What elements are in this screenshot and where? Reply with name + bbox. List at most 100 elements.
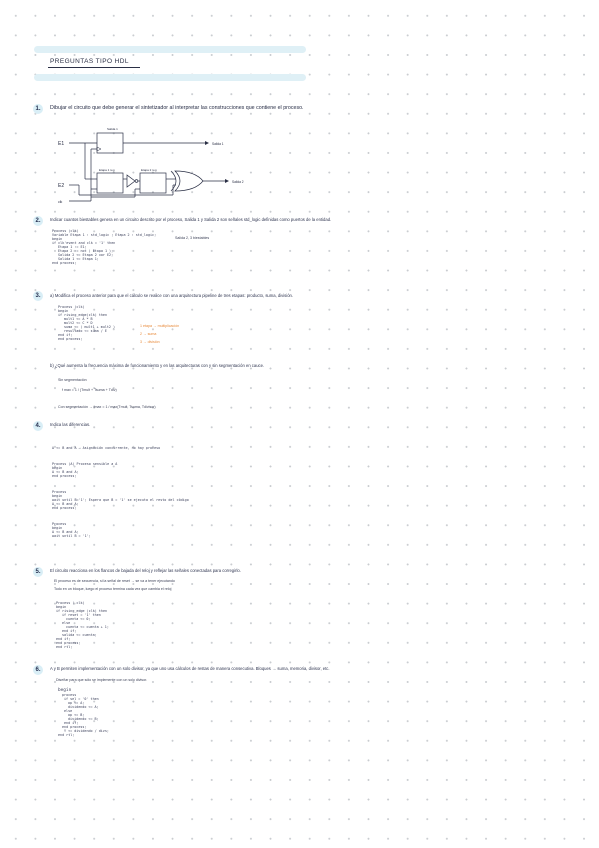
q2-code-line: Etapa 1 := E1; (58, 245, 87, 249)
q4-item: Process (52, 490, 67, 494)
q3-code-line: resultado <= suma / E (64, 329, 107, 333)
q6-code: begin process if sel = '0' then op <= A;… (58, 688, 109, 737)
q5-code-line: else (62, 621, 71, 625)
title-highlight-bottom (34, 74, 306, 81)
q4-item: begin (52, 466, 63, 470)
q4-item: A <= B and A → Asignación concurrente, n… (52, 446, 161, 450)
q2-note: Salida 2, 3 biestables (175, 236, 210, 240)
label-reg1: Salida 1 (107, 127, 118, 131)
label-e1: E1 (58, 141, 64, 147)
q5-code-line: salida <= cuenta; (62, 633, 97, 637)
q3-text-a: a) Modifica el proceso anterior para que… (50, 293, 294, 298)
q4-item: A <= B and A; (52, 470, 79, 474)
q4-item: Process (A) Proceso sensible a A (52, 462, 118, 466)
q6-code-line: end process; (62, 725, 87, 729)
q3-con-label: Con segmentación → fmax = 1 / max(Tmult,… (58, 405, 156, 409)
q3-text-b: b) ¿Qué aumenta la frecuencia máxima de … (50, 363, 265, 368)
label-out1: Salida 1 (212, 142, 224, 146)
q2-code-line: Salida 1 <= Etapa 1; (58, 257, 99, 261)
q6-code-line: op <= B; (68, 713, 85, 717)
page-title: PREGUNTAS TIPO HDL (50, 58, 129, 65)
q6-code-line: dividendo <= A; (68, 705, 99, 709)
q6-code-line: begin (58, 688, 72, 693)
q1-circuit-diagram: E1 E2 clk Salida 1 Etapa 1 reg Etapa 2 r… (58, 127, 244, 203)
q3-note-stage3: 3 → división (140, 340, 160, 344)
q6-code-line: Y <= dividendo / divs; (64, 729, 109, 733)
q4-item: end process; (52, 506, 77, 510)
register-etapa1 (96, 172, 124, 194)
q5-code: Process ( clk) begin if rising_edge (clk… (56, 601, 109, 649)
q4-item: wait until B = '1'; (52, 534, 91, 538)
register-etapa2 (139, 172, 167, 194)
q5-note-2: Todo en un bloque, luego el proceso term… (54, 587, 172, 591)
not-gate (126, 174, 136, 188)
q5-code-line: begin (56, 605, 67, 609)
label-out2: Salida 2 (232, 180, 244, 184)
q2-code-line: Salida 2 <= Etapa 2 xor E2; (58, 253, 114, 257)
q6-code-line: end rtl; (58, 733, 75, 737)
q3-note-stage1: 1 etapa → multiplicación (140, 324, 180, 328)
xor-gate (174, 170, 204, 192)
q4-items: A <= B and A → Asignación concurrente, n… (52, 446, 189, 538)
q2-code-line: begin (52, 237, 63, 241)
q3-code-line: begin (58, 309, 69, 313)
q3-code-line: if rising_edge(clk) then (58, 313, 107, 317)
q4-item: A <= B and A; (52, 502, 79, 506)
q3-code-line: Process (clk) (58, 305, 85, 309)
q6-code-line: end if; (64, 721, 79, 725)
q2-code-line: Variable Etapa 1 : std_logic ; Etapa 2 :… (52, 233, 157, 237)
q6-number: 6. (33, 665, 43, 675)
q5-code-line: if rising_edge (clk) then (56, 609, 108, 613)
q5-code-line: end if; (56, 637, 71, 641)
label-reg2: Etapa 1 reg (99, 168, 115, 172)
q5-code-line: end rtl; (56, 645, 73, 649)
q5-note-1: El proceso es de secuencia, si la señal … (54, 579, 175, 583)
q3-sin-formula: f max = 1 / (Tmult + Tsuma + Tdiv) (62, 388, 117, 392)
q6-code-line: process (62, 693, 77, 697)
q4-text: Indica las diferencias. (50, 422, 91, 427)
q5-code-line: end process; (56, 641, 81, 645)
q3-code-line: end process; (58, 337, 83, 341)
q4-number: 4. (33, 421, 43, 431)
q4-item: end process; (52, 474, 77, 478)
q5-number: 5. (33, 567, 43, 577)
q3-code-line: mult1 <= A * B (64, 317, 93, 321)
title-highlight-top (34, 46, 306, 53)
q3-number: 3. (33, 291, 43, 301)
q2-code-line: end process; (52, 261, 77, 265)
q3-code-line: suma <= ( mult1 + mult2 ) (64, 325, 116, 329)
q4-item: Process (52, 522, 67, 526)
q2-code-line: Etapa 2 := not ( Etapa 1 ); (58, 249, 114, 253)
q5-code-line: end if; (62, 629, 77, 633)
q2-code-line: if clk'event and clk = '1' then (52, 241, 116, 245)
q3-sin-label: Sin segmentación (58, 378, 87, 382)
q1-text: Dibujar el circuito que debe generar el … (50, 105, 304, 111)
q5-code-line: cuenta <= cuenta + 1; (66, 625, 109, 629)
q2-text: Indicar cuantos biestables genera en un … (50, 217, 332, 222)
register-salida1 (96, 132, 124, 154)
q6-code-line: op <= A; (68, 701, 85, 705)
q6-code-line: if sel = '0' then (64, 697, 99, 701)
q4-item: A <= B and A; (52, 530, 79, 534)
q2-code: Process (clk) Variable Etapa 1 : std_log… (52, 229, 156, 265)
q3-code-line: end if; (58, 333, 73, 337)
q6-text: A y B permiten implementación con un sol… (50, 666, 330, 671)
q3-code: Process (clk) begin if rising_edge(clk) … (58, 305, 115, 341)
q2-number: 2. (33, 216, 43, 226)
q5-code-line: if reset = '1' then (62, 613, 101, 617)
q5-code-line: cuenta <= 0; (66, 617, 91, 621)
q6-subtext: Diseñar para que sólo se implemente con … (56, 678, 148, 682)
q4-item: begin (52, 494, 63, 498)
q4-item: begin (52, 526, 63, 530)
q5-text: El circuito reacciona en los flancos de … (50, 568, 241, 573)
q5-code-line: Process ( clk) (56, 601, 85, 605)
label-clk: clk (58, 200, 63, 203)
q3-code-line: mult2 <= C * D (64, 321, 93, 325)
title-underline (48, 67, 140, 68)
q6-code-line: dividendo <= B; (68, 717, 99, 721)
q6-code-line: else (64, 709, 73, 713)
q2-code-line: Process (clk) (52, 229, 79, 233)
label-reg3: Etapa 2 reg (141, 168, 157, 172)
label-e2: E2 (58, 183, 64, 189)
q4-item: wait until B='1'; Espera que B = '1' se … (52, 498, 189, 502)
